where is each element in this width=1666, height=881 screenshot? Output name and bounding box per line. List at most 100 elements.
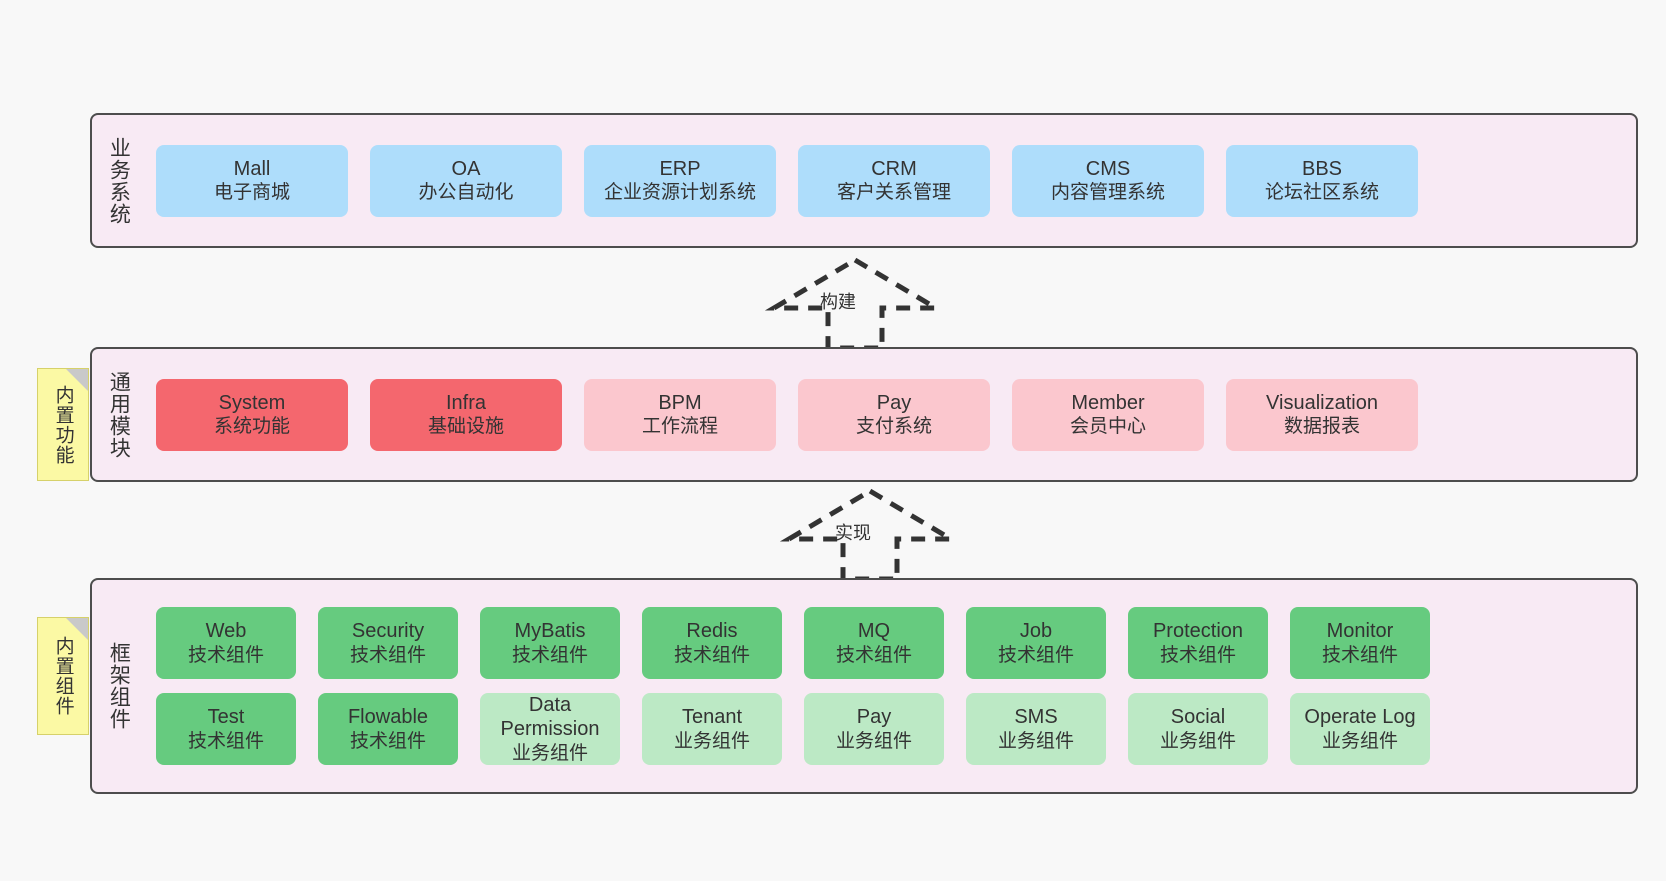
component-box-title: Test (207, 706, 245, 729)
layer-framework-components: 框架组件 Web 技术组件 Security 技术组件 MyBatis 技术组件… (90, 578, 1638, 794)
cell-row: Test 技术组件 Flowable 技术组件 Data Permission … (156, 693, 1624, 765)
note-builtin-component: 内置组件 (37, 617, 89, 735)
layer-business-system-label: 业务系统 (107, 136, 131, 225)
module-box-title: BPM (658, 391, 702, 414)
component-box-social[interactable]: Social 业务组件 (1128, 693, 1268, 765)
component-box-mq[interactable]: MQ 技术组件 (804, 607, 944, 679)
component-box-protection[interactable]: Protection 技术组件 (1128, 607, 1268, 679)
component-box-title: Protection (1152, 620, 1244, 643)
component-box-flowable[interactable]: Flowable 技术组件 (318, 693, 458, 765)
component-box-redis[interactable]: Redis 技术组件 (642, 607, 782, 679)
module-box-title: Visualization (1266, 391, 1378, 414)
component-box-title: Operate Log (1304, 706, 1416, 729)
component-box-title: Redis (686, 620, 738, 643)
component-box-subtitle: 技术组件 (349, 644, 426, 666)
component-box-mybatis[interactable]: MyBatis 技术组件 (480, 607, 620, 679)
note-fold-icon (66, 618, 88, 640)
component-box-subtitle: 技术组件 (835, 644, 912, 666)
note-builtin-component-label: 内置组件 (52, 636, 74, 716)
component-box-title: Monitor (1326, 620, 1394, 643)
module-box-system[interactable]: System 系统功能 (156, 378, 348, 451)
note-builtin-function: 内置功能 (37, 368, 89, 481)
module-box-cms[interactable]: CMS 内容管理系统 (1012, 144, 1204, 217)
component-box-tenant[interactable]: Tenant 业务组件 (642, 693, 782, 765)
note-builtin-function-label: 内置功能 (52, 384, 74, 465)
module-box-subtitle: 电子商城 (213, 182, 290, 204)
module-box-subtitle: 工作流程 (641, 416, 718, 438)
component-box-title: Pay (856, 706, 892, 729)
component-box-title: Data Permission (500, 694, 600, 741)
module-box-subtitle: 基础设施 (427, 416, 504, 438)
component-box-subtitle: 业务组件 (1321, 730, 1398, 752)
module-box-title: Mall (233, 157, 271, 180)
module-box-subtitle: 支付系统 (855, 416, 932, 438)
component-box-monitor[interactable]: Monitor 技术组件 (1290, 607, 1430, 679)
note-fold-icon (66, 369, 88, 391)
module-box-title: System (218, 391, 286, 414)
component-box-title: Web (205, 620, 247, 643)
dashed-arrow-up-icon (764, 257, 946, 351)
component-box-subtitle: 技术组件 (997, 644, 1074, 666)
module-box-title: Pay (876, 391, 912, 414)
component-box-data-permission[interactable]: Data Permission 业务组件 (480, 693, 620, 765)
module-box-title: CRM (871, 157, 917, 180)
component-box-operate-log[interactable]: Operate Log 业务组件 (1290, 693, 1430, 765)
component-box-title: MyBatis (514, 620, 586, 643)
component-box-subtitle: 技术组件 (511, 644, 588, 666)
module-box-subtitle: 会员中心 (1069, 416, 1146, 438)
module-box-title: BBS (1301, 157, 1343, 180)
module-box-title: OA (451, 157, 481, 180)
component-box-title: SMS (1014, 706, 1058, 729)
module-box-infra[interactable]: Infra 基础设施 (370, 378, 562, 451)
module-box-subtitle: 办公自动化 (418, 182, 514, 204)
layer-common-modules-label: 通用模块 (107, 370, 131, 459)
component-box-subtitle: 业务组件 (1159, 730, 1236, 752)
module-box-subtitle: 内容管理系统 (1050, 182, 1165, 204)
component-box-job[interactable]: Job 技术组件 (966, 607, 1106, 679)
layer-framework-components-cells: Web 技术组件 Security 技术组件 MyBatis 技术组件 Redi… (144, 580, 1636, 792)
layer-framework-components-label: 框架组件 (107, 642, 131, 730)
module-box-bpm[interactable]: BPM 工作流程 (584, 378, 776, 451)
component-box-security[interactable]: Security 技术组件 (318, 607, 458, 679)
component-box-subtitle: 技术组件 (673, 644, 750, 666)
component-box-title: MQ (857, 620, 891, 643)
component-box-subtitle: 业务组件 (997, 730, 1074, 752)
connector-realize: 实现 (775, 487, 965, 582)
module-box-subtitle: 论坛社区系统 (1264, 182, 1379, 204)
component-box-title: Social (1170, 706, 1226, 729)
module-box-visualization[interactable]: Visualization 数据报表 (1226, 378, 1418, 451)
component-box-web[interactable]: Web 技术组件 (156, 607, 296, 679)
module-box-subtitle: 企业资源计划系统 (603, 182, 756, 204)
component-box-subtitle: 业务组件 (511, 742, 588, 764)
cell-row: Mall 电子商城 OA 办公自动化 ERP 企业资源计划系统 CRM 客户关系… (156, 144, 1624, 217)
module-box-pay[interactable]: Pay 支付系统 (798, 378, 990, 451)
module-box-member[interactable]: Member 会员中心 (1012, 378, 1204, 451)
module-box-crm[interactable]: CRM 客户关系管理 (798, 144, 990, 217)
connector-build-label: 构建 (820, 292, 856, 312)
component-box-subtitle: 技术组件 (349, 730, 426, 752)
module-box-subtitle: 客户关系管理 (836, 182, 951, 204)
module-box-title: CMS (1085, 157, 1131, 180)
component-box-subtitle: 业务组件 (835, 730, 912, 752)
cell-row: Web 技术组件 Security 技术组件 MyBatis 技术组件 Redi… (156, 607, 1624, 679)
module-box-title: Infra (445, 391, 487, 414)
component-box-test[interactable]: Test 技术组件 (156, 693, 296, 765)
module-box-mall[interactable]: Mall 电子商城 (156, 144, 348, 217)
module-box-title: Member (1071, 391, 1145, 414)
module-box-erp[interactable]: ERP 企业资源计划系统 (584, 144, 776, 217)
component-box-subtitle: 业务组件 (673, 730, 750, 752)
component-box-pay[interactable]: Pay 业务组件 (804, 693, 944, 765)
component-box-sms[interactable]: SMS 业务组件 (966, 693, 1106, 765)
connector-realize-label: 实现 (835, 523, 871, 543)
component-box-title: Security (351, 620, 425, 643)
component-box-title: Flowable (347, 706, 429, 729)
module-box-title: ERP (659, 157, 701, 180)
layer-business-system: 业务系统 Mall 电子商城 OA 办公自动化 ERP 企业资源计划系统 CRM… (90, 113, 1638, 248)
layer-common-modules: 通用模块 System 系统功能 Infra 基础设施 BPM 工作流程 Pay… (90, 347, 1638, 482)
layer-business-system-cells: Mall 电子商城 OA 办公自动化 ERP 企业资源计划系统 CRM 客户关系… (144, 115, 1636, 246)
component-box-subtitle: 技术组件 (187, 730, 264, 752)
cell-row: System 系统功能 Infra 基础设施 BPM 工作流程 Pay 支付系统… (156, 378, 1624, 451)
module-box-oa[interactable]: OA 办公自动化 (370, 144, 562, 217)
component-box-title: Tenant (681, 706, 743, 729)
module-box-bbs[interactable]: BBS 论坛社区系统 (1226, 144, 1418, 217)
